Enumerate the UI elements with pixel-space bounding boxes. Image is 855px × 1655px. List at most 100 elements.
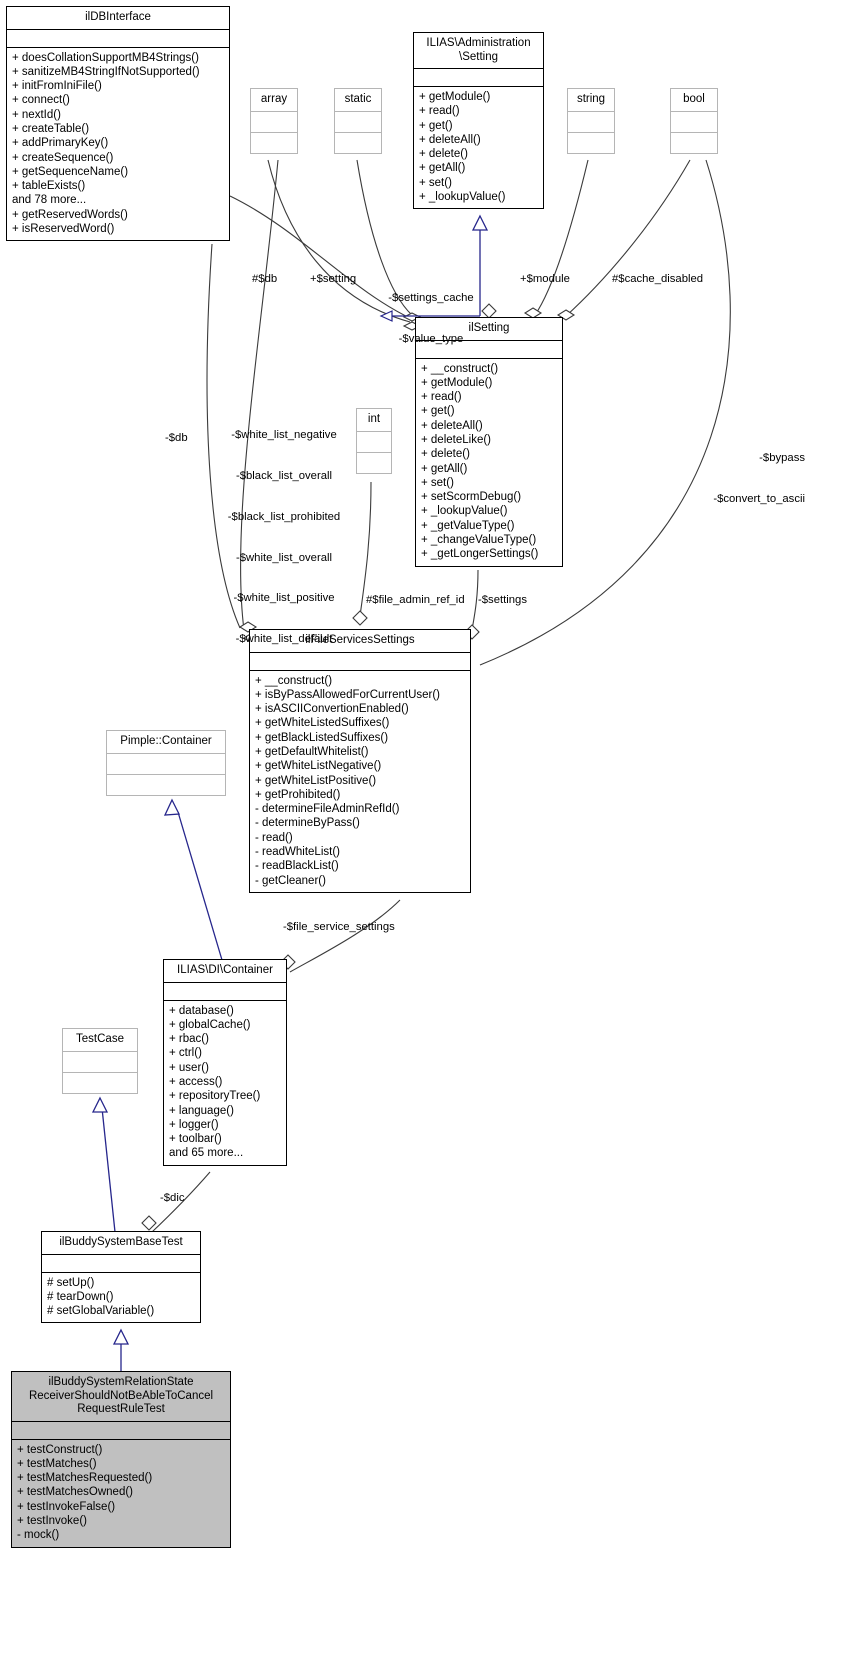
method-item: + ctrl() (169, 1047, 202, 1060)
method-item: + _changeValueType() (421, 534, 537, 547)
method-item: + _lookupValue() (419, 191, 506, 204)
method-item: # tearDown() (47, 1290, 114, 1303)
class-title-line-2: \Setting (459, 50, 498, 63)
class-methods-array (251, 133, 297, 153)
edge-label-line-1: -$white_list_negative (231, 429, 337, 442)
method-item: + database() (169, 1004, 234, 1017)
edge-label-line-4: -$white_list_overall (235, 551, 333, 564)
divider (7, 28, 229, 30)
method-item: + getAll() (421, 462, 468, 475)
edge-label-cache-disabled: #$cache_disabled (612, 273, 704, 285)
class-title-testcase: TestCase (76, 1033, 124, 1045)
class-box-subject-test[interactable]: ilBuddySystemRelationState ReceiverShoul… (11, 1371, 231, 1548)
method-item: + testConstruct() (17, 1443, 103, 1456)
method-item: + testInvokeFalse() (17, 1500, 116, 1513)
divider (107, 752, 225, 754)
class-title-di-container: ILIAS\DI\Container (177, 964, 273, 976)
method-item: + rbac() (169, 1033, 209, 1046)
method-item: + getProhibited() (255, 788, 341, 801)
method-item: + _getLongerSettings() (421, 548, 539, 561)
divider (671, 110, 717, 112)
class-methods-pimple-container (107, 775, 225, 795)
class-methods-bool (671, 133, 717, 153)
method-item: # setUp() (47, 1276, 95, 1289)
class-attributes-array (251, 112, 297, 132)
method-item: + testMatchesRequested() (17, 1472, 153, 1485)
method-item: + getBlackListedSuffixes() (255, 731, 389, 744)
edge-label-setting-to-ilsetting: +$setting (310, 273, 357, 285)
class-attributes-static (335, 112, 381, 132)
class-box-ildbinterface[interactable]: ilDBInterface + doesCollationSupportMB4S… (6, 6, 230, 242)
edge-label-db-to-fileservices: -$db (165, 432, 188, 444)
class-methods-ildbinterface: + doesCollationSupportMB4Strings() + san… (7, 48, 229, 241)
class-attributes-pimple-container (107, 754, 225, 774)
method-item: + logger() (169, 1118, 219, 1131)
class-title-bool: bool (683, 93, 705, 105)
method-item: + user() (169, 1061, 209, 1074)
divider (414, 68, 543, 69)
class-title-ildbinterface: ilDBInterface (85, 11, 151, 23)
method-item: - determineFileAdminRefId() (255, 803, 400, 816)
method-item: + initFromIniFile() (12, 80, 102, 93)
edge-label-file-service-settings: -$file_service_settings (283, 921, 395, 933)
edge-label-dic: -$dic (160, 1192, 185, 1204)
class-methods-static (335, 133, 381, 153)
method-item: + nextId() (12, 108, 61, 121)
divider (164, 999, 286, 1001)
class-box-testcase[interactable]: TestCase (62, 1028, 138, 1094)
method-item: - determineByPass() (255, 817, 360, 830)
divider (63, 1071, 137, 1073)
divider (164, 981, 286, 983)
divider (250, 651, 470, 653)
edge-label-line-1: -$settings_cache (388, 292, 474, 305)
class-attributes-bool (671, 112, 717, 132)
method-item: + getWhiteListedSuffixes() (255, 717, 390, 730)
divider (335, 110, 381, 112)
method-item: + getWhiteListPositive() (255, 774, 377, 787)
class-title-line-3: RequestRuleTest (77, 1403, 165, 1415)
divider (414, 86, 543, 87)
edge-label-line-2: -$black_list_overall (235, 469, 333, 482)
edge-label-line-2: -$convert_to_ascii (713, 492, 805, 505)
method-item: + testInvoke() (17, 1514, 87, 1527)
class-box-array[interactable]: array (250, 88, 298, 154)
class-box-ilbuddysystembasetest[interactable]: ilBuddySystemBaseTest # setUp() # tearDo… (41, 1231, 201, 1324)
class-box-int[interactable]: int (356, 408, 392, 474)
class-box-ilfileservicessettings[interactable]: ilFileServicesSettings + __construct() +… (249, 629, 471, 893)
class-methods-ilsetting: + __construct() + getModule() + read() +… (416, 359, 562, 566)
class-box-di-container[interactable]: ILIAS\DI\Container + database() + global… (163, 959, 287, 1166)
method-item: + set() (419, 176, 452, 189)
method-item: + _lookupValue() (421, 505, 508, 518)
class-title-pimple-container: Pimple::Container (120, 735, 212, 747)
edge-label-white-black-lists: -$white_list_negative -$black_list_overa… (222, 402, 346, 674)
class-box-string[interactable]: string (567, 88, 615, 154)
class-box-static[interactable]: static (334, 88, 382, 154)
class-box-bool[interactable]: bool (670, 88, 718, 154)
divider (7, 46, 229, 48)
class-box-administration-setting[interactable]: ILIAS\Administration \Setting + getModul… (413, 32, 544, 210)
edge-label-line-1: -$bypass (759, 452, 805, 465)
method-item: + testMatchesOwned() (17, 1486, 134, 1499)
method-item: + createSequence() (12, 151, 114, 164)
class-methods-string (568, 133, 614, 153)
method-item: + deleteAll() (421, 419, 483, 432)
method-item: + set() (421, 476, 454, 489)
method-item: and 65 more... (169, 1147, 244, 1160)
class-title-line-1: ilBuddySystemRelationState (48, 1376, 194, 1388)
class-title-ilfileservicessettings: ilFileServicesSettings (305, 634, 415, 646)
method-item: + getModule() (419, 91, 491, 103)
method-item: + access() (169, 1075, 223, 1088)
class-title-ilbuddysystembasetest: ilBuddySystemBaseTest (59, 1236, 183, 1248)
class-box-pimple-container[interactable]: Pimple::Container (106, 730, 226, 796)
edge-label-settings-cache: -$settings_cache -$value_type (378, 265, 484, 374)
method-item: + sanitizeMB4StringIfNotSupported() (12, 65, 200, 78)
method-item: + getModule() (421, 376, 493, 389)
class-title-line-1: ILIAS\Administration (426, 37, 531, 49)
method-item: + get() (419, 119, 453, 132)
method-item: + isByPassAllowedForCurrentUser() (255, 688, 441, 701)
method-item: + delete() (421, 448, 470, 461)
class-title-subject-test: ilBuddySystemRelationState ReceiverShoul… (12, 1372, 230, 1421)
divider (251, 131, 297, 133)
divider (357, 451, 391, 453)
